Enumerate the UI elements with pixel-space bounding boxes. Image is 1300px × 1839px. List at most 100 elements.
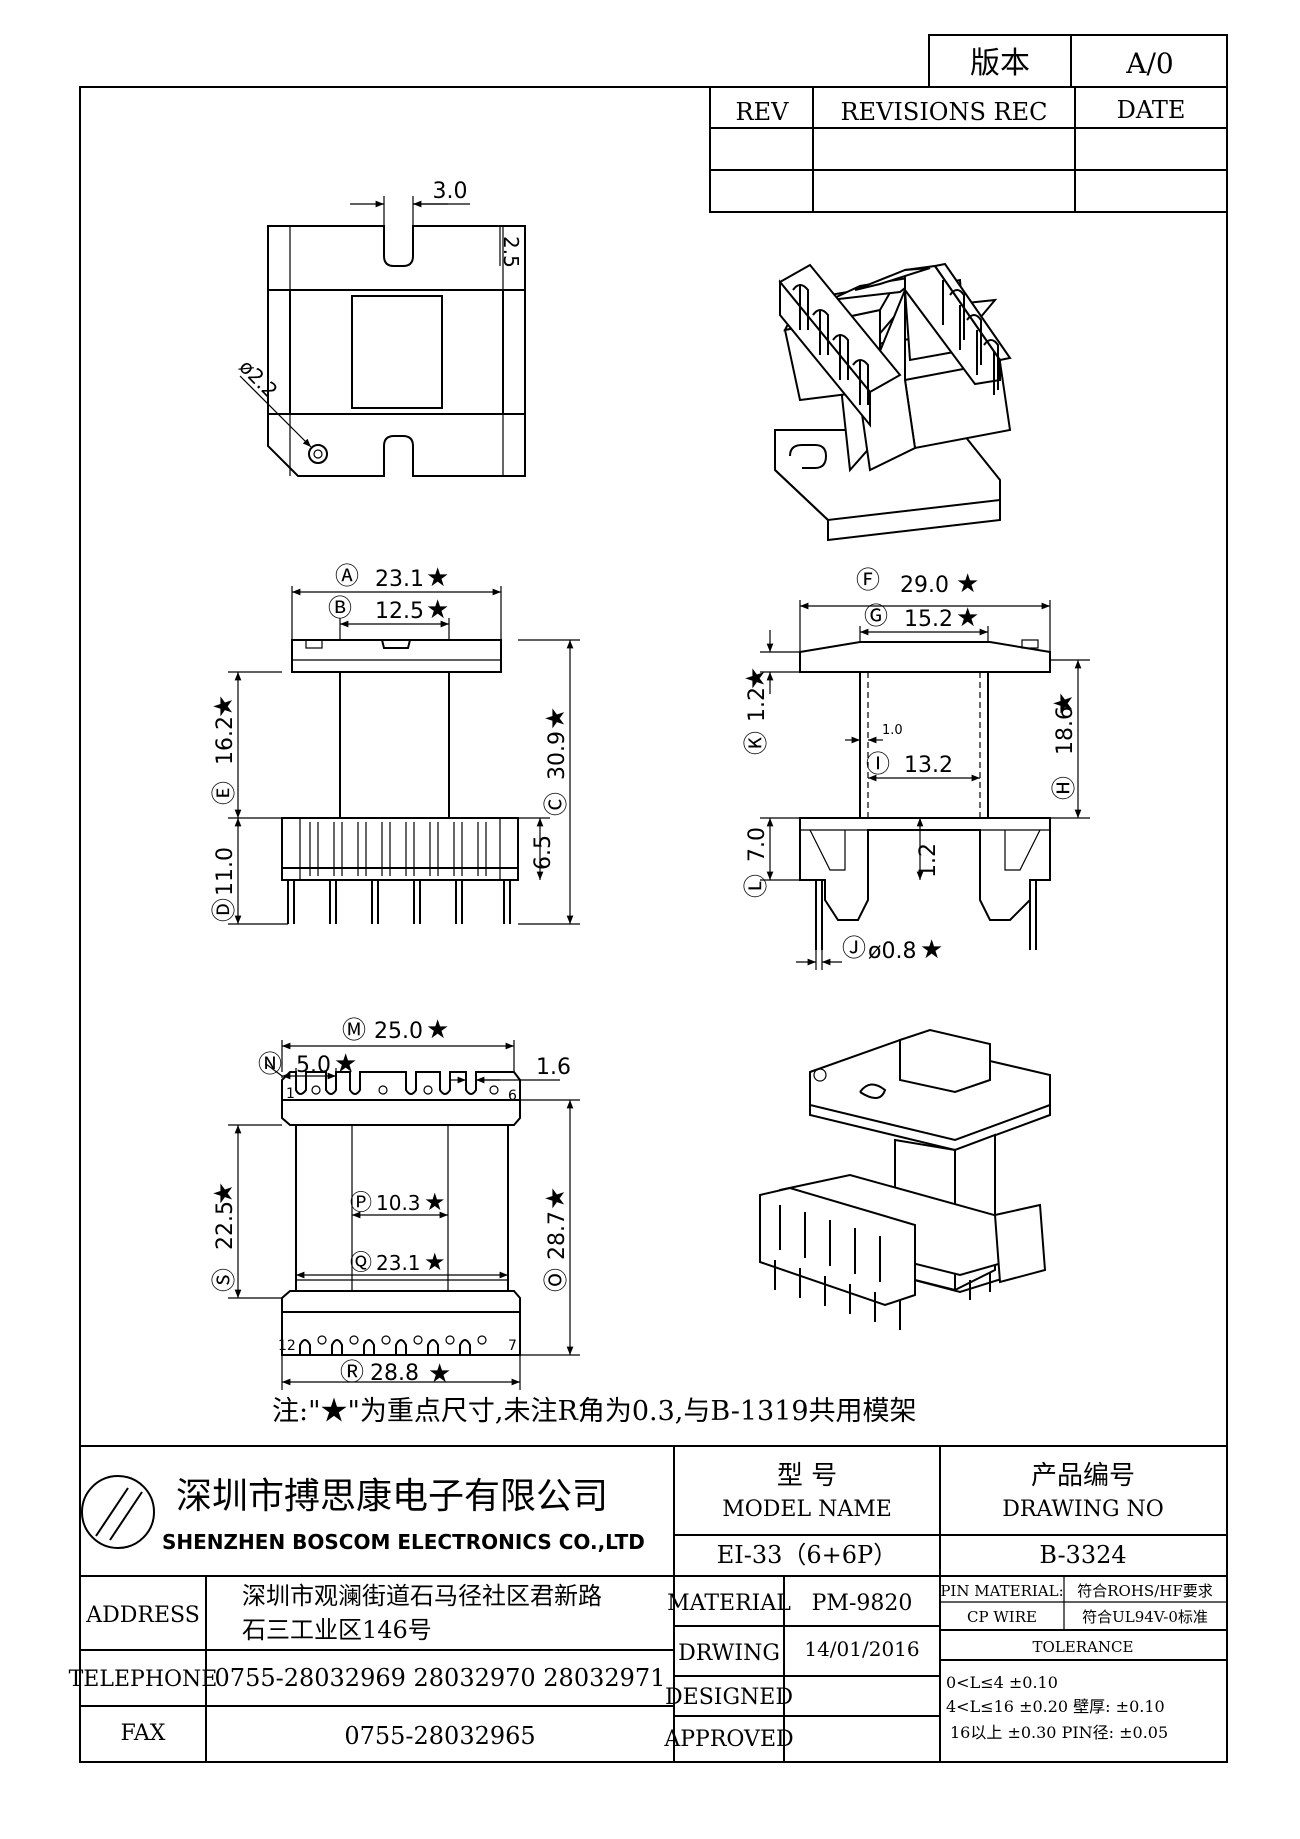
dim-C-value: 30.9 [545,731,570,780]
dim-E-value: 16.2 [213,716,238,765]
dim-R-value: 28.8 [370,1361,419,1386]
slot-width-dim: 1.6 [536,1055,571,1080]
drawing-note: 注:"★"为重点尺寸,未注R角为0.3,与B-1319共用模架 [272,1396,917,1427]
dim-R-star: ★ [428,1359,451,1389]
dim-F-star: ★ [956,569,979,599]
dim-S-marker: Ⓢ [210,1268,238,1292]
top-depth-dim: 2.5 [499,236,523,268]
pin-height-dim: 6.5 [531,835,556,870]
drawing-date-value: 14/01/2016 [804,1637,919,1661]
dim-P-marker: Ⓟ [350,1191,372,1216]
dim-P-star: ★ [424,1188,446,1216]
dim-S-value: 22.5 [213,1201,238,1250]
side-view: 13.2 Ⓘ 1.0 Ⓕ 29.0 ★ Ⓖ 15.2 ★ 18.6 Ⓗ ★ [741,566,1090,970]
model-name-value: EI-33（6+6P） [717,1541,897,1569]
dim-B-value: 12.5 [375,599,424,624]
cp-wire-value: 符合UL94V-0标准 [1082,1608,1208,1626]
version-value: A/0 [1125,47,1173,80]
material-label: MATERIAL [667,1591,791,1616]
top-hole-dim: ø2.2 [234,355,282,403]
dim-M-value: 25.0 [374,1019,423,1044]
title-block: 深圳市搏思康电子有限公司 SHENZHEN BOSCOM ELECTRONICS… [69,1445,1227,1762]
company-logo [81,1475,155,1549]
dim-I-value: 13.2 [904,753,953,778]
front-view: Ⓐ 23.1 ★ Ⓑ 12.5 ★ 30.9 Ⓒ ★ 6.5 16.2 Ⓔ ★ … [209,562,580,925]
pin-material-value: 符合ROHS/HF要求 [1077,1582,1213,1600]
dim-G-value: 15.2 [904,607,953,632]
dim-H-marker: Ⓗ [1050,776,1078,800]
dim-K-value: 1.2 [745,687,770,722]
tolerance-line-2: 4<L≤16 ±0.20 壁厚: ±0.10 [946,1697,1165,1716]
dim-R-marker: Ⓡ [340,1358,364,1386]
dim-P-value: 10.3 [376,1191,421,1215]
drawing-date-label: DRWING [678,1641,780,1666]
dim-A-marker: Ⓐ [335,562,359,590]
material-value: PM-9820 [812,1591,913,1616]
dim-Q-marker: Ⓠ [350,1251,372,1276]
dim-G-marker: Ⓖ [864,602,888,630]
dim-M-star: ★ [426,1015,449,1045]
dim-Q-star: ★ [424,1248,446,1276]
pin-12-label: 12 [278,1338,296,1354]
drawing-no-label-en: DRAWING NO [1002,1497,1164,1522]
dim-E-star: ★ [209,695,239,718]
address-line-2: 石三工业区146号 [242,1616,432,1644]
version-label: 版本 [970,46,1030,81]
model-name-label-cn: 型 号 [777,1461,837,1491]
telephone-value: 0755-28032969 28032970 28032971 [215,1664,666,1692]
pin-6-label: 6 [508,1088,517,1104]
designed-label: DESIGNED [665,1685,793,1710]
dim-A-value: 23.1 [375,567,424,592]
fax-value: 0755-28032965 [344,1722,535,1750]
revisions-table: REV REVISIONS REC DATE [709,86,1228,213]
dim-L-marker: Ⓛ [742,874,770,898]
dim-H-value: 18.6 [1053,706,1078,755]
dim-C-star: ★ [541,707,571,730]
top-slot-dim: 3.0 [433,179,468,204]
company-name-en: SHENZHEN BOSCOM ELECTRONICS CO.,LTD [162,1530,645,1554]
dim-B-star: ★ [426,595,449,625]
dim-Q-value: 23.1 [376,1251,421,1275]
version-box: 版本 A/0 [928,34,1228,88]
dim-B-marker: Ⓑ [328,594,352,622]
pin-material-label: PIN MATERIAL: [940,1582,1063,1600]
telephone-label: TELEPHONE [69,1667,218,1692]
iso-view-top [774,262,1012,542]
dim-N-star: ★ [334,1049,357,1079]
rev-column-header: REV [736,98,790,126]
tolerance-label: TOLERANCE [1033,1638,1134,1656]
bottom-view: 1 6 12 7 Ⓜ 25.0 ★ Ⓝ 5.0 ★ 1.6 [209,1015,580,1390]
dim-O-marker: Ⓞ [542,1268,570,1292]
dim-H-star: ★ [1049,692,1079,715]
address-line-1: 深圳市观澜街道石马径社区君新路 [242,1582,602,1610]
dim-A-star: ★ [426,563,449,593]
tolerance-line-1: 0<L≤4 ±0.10 [946,1673,1058,1692]
dim-G-star: ★ [956,603,979,633]
tolerance-line-3: 16以上 ±0.30 PIN径: ±0.05 [950,1723,1168,1742]
dim-S-star: ★ [209,1182,239,1205]
address-label: ADDRESS [85,1603,200,1628]
model-name-label-en: MODEL NAME [722,1497,892,1522]
dim-J-marker: Ⓙ [842,934,866,962]
dim-D-value: 11.0 [213,847,238,896]
dim-J-value: ø0.8 [868,939,916,964]
dim-I-marker: Ⓘ [866,750,890,778]
revisions-column-header: REVISIONS REC [840,98,1047,126]
fax-label: FAX [121,1721,166,1746]
date-column-header: DATE [1117,96,1186,124]
dim-M-marker: Ⓜ [342,1016,366,1044]
dim-F-marker: Ⓕ [856,566,880,594]
drawing-frame [79,86,1228,1763]
mid-dim-value: 1.2 [916,843,941,878]
dim-F-value: 29.0 [900,573,949,598]
dim-O-star: ★ [541,1187,571,1210]
dim-E-marker: Ⓔ [210,781,238,805]
dim-K-star: ★ [741,667,771,690]
dim-L-value: 7.0 [745,827,770,862]
pin-1-label: 1 [286,1086,295,1102]
dim-D-marker: Ⓓ [210,898,238,922]
dim-C-marker: Ⓒ [542,792,570,816]
drawing-no-label-cn: 产品编号 [1031,1461,1135,1491]
dim-N-value: 5.0 [296,1053,331,1078]
approved-label: APPROVED [663,1727,793,1752]
